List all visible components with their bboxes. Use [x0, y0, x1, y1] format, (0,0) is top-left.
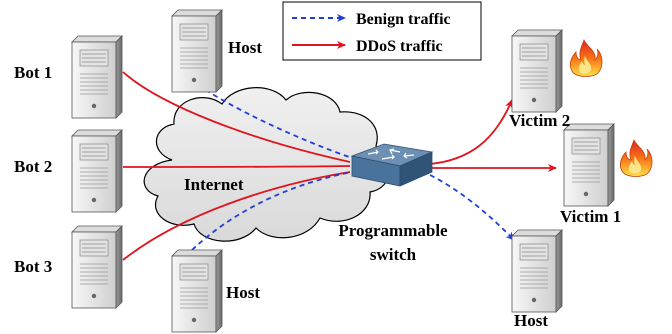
host-top-server-icon: [171, 9, 223, 93]
host-right-label: Host: [514, 311, 548, 330]
switch-label-line1: Programmable: [338, 221, 448, 240]
internet-label: Internet: [184, 175, 244, 194]
victim1-fire-icon: [619, 139, 653, 178]
benign-flow-host-top: [197, 84, 353, 159]
legend-ddos-label: DDoS traffic: [356, 38, 443, 55]
host-top-label: Host: [228, 38, 262, 57]
programmable-switch-icon: [350, 143, 434, 187]
bot1-server-icon: [71, 35, 123, 119]
host-bottom-server-icon: [171, 249, 223, 333]
ddos-flows: [122, 71, 557, 261]
legend-benign-label: Benign traffic: [356, 11, 451, 28]
benign-flow-host-bottom: [191, 171, 353, 251]
bot2-server-icon: [71, 129, 123, 213]
host-bottom-label: Host: [226, 283, 260, 302]
ddos-flow-to-victim2: [429, 99, 513, 165]
victim1-label: Victim 1: [560, 207, 621, 226]
victim1-server-icon: [563, 123, 615, 207]
switch-label-line2: switch: [370, 245, 417, 264]
victim2-label: Victim 2: [509, 111, 570, 130]
victim2-fire-icon: [569, 39, 603, 78]
bot3-label: Bot 3: [14, 257, 52, 276]
victim2-server-icon: [511, 29, 563, 113]
ddos-flow-bot2: [122, 165, 351, 168]
benign-flows: [191, 84, 515, 251]
ddos-flow-bot1: [122, 71, 351, 163]
bot1-label: Bot 1: [14, 63, 52, 82]
host-right-server-icon: [511, 229, 563, 313]
ddos-flow-bot3: [122, 171, 351, 261]
bot2-label: Bot 2: [14, 157, 52, 176]
legend: Benign traffic DDoS traffic: [282, 1, 482, 61]
legend-box: [282, 1, 482, 61]
benign-flow-to-host-right: [429, 174, 515, 241]
bot3-server-icon: [71, 225, 123, 309]
